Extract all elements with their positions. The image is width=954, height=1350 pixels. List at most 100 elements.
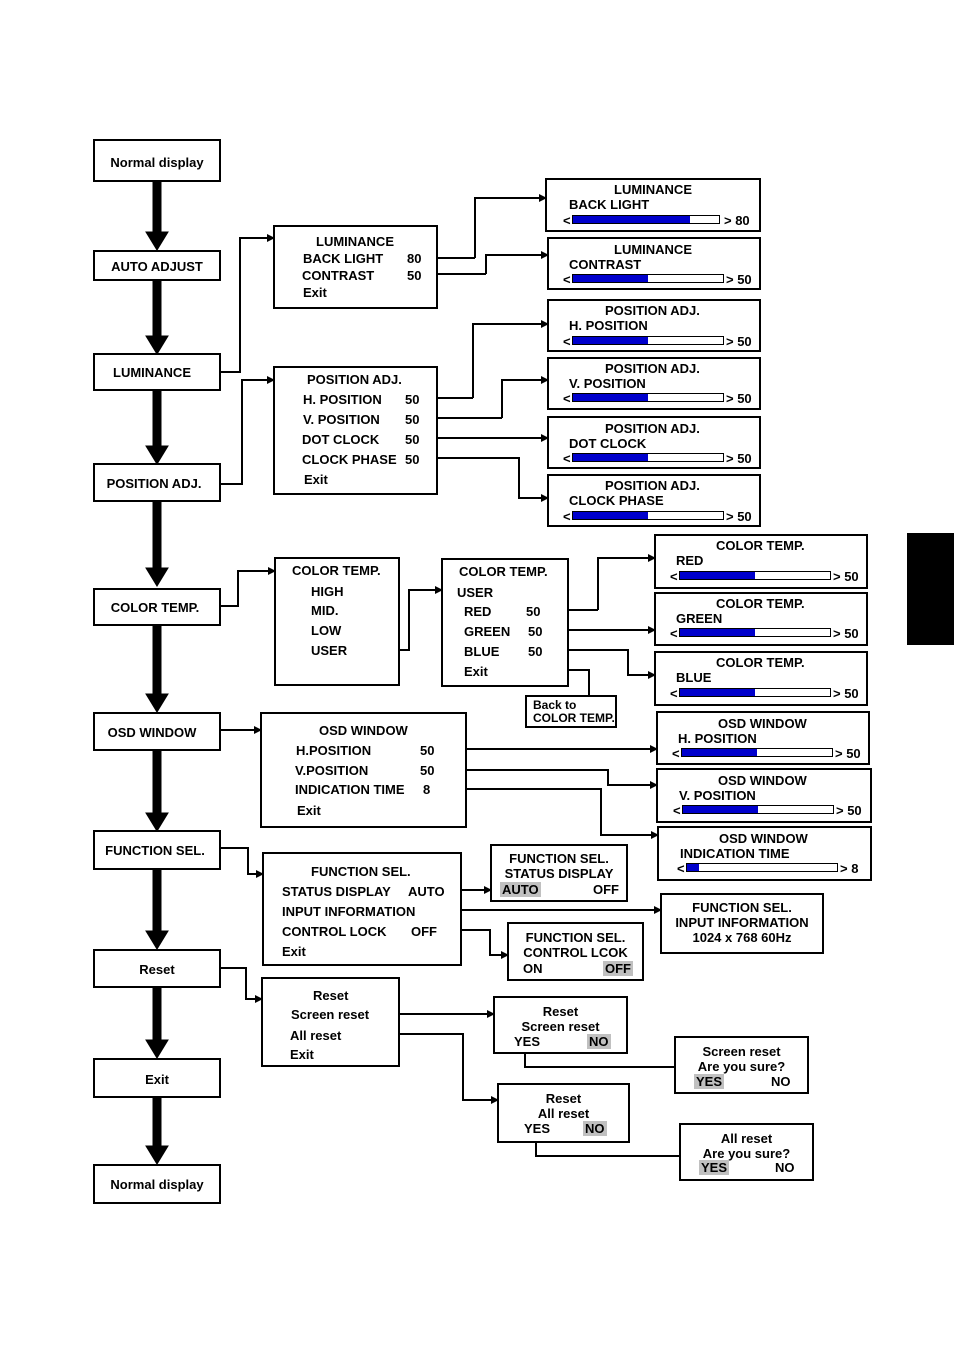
color-temp-box[interactable]: COLOR TEMP. <box>93 588 221 626</box>
panel-gt: > 50 <box>726 509 752 524</box>
luminance-box[interactable]: LUMINANCE <box>93 353 221 391</box>
function-menu-status[interactable]: STATUS DISPLAY <box>282 884 391 899</box>
position-adj-box[interactable]: POSITION ADJ. <box>93 463 221 502</box>
panel-title: POSITION ADJ. <box>605 421 700 436</box>
panel-gt: > 50 <box>833 626 859 641</box>
position-menu-exit[interactable]: Exit <box>304 472 328 487</box>
slider-fill <box>573 454 648 461</box>
reset-menu-screen[interactable]: Screen reset <box>291 1007 370 1022</box>
section-tab <box>907 533 954 645</box>
position-menu-dot-value: 50 <box>405 432 420 447</box>
slider-bar[interactable] <box>572 511 724 520</box>
panel-value: 1024 x 768 60Hz <box>692 930 792 945</box>
osd-h-panel: OSD WINDOW H. POSITION < > 50 <box>656 711 870 765</box>
function-sel-box[interactable]: FUNCTION SEL. <box>93 830 221 870</box>
panel-title: POSITION ADJ. <box>605 303 700 318</box>
function-input-panel: FUNCTION SEL. INPUT INFORMATION 1024 x 7… <box>660 893 824 954</box>
panel-title: Screen reset <box>702 1044 781 1059</box>
panel-lt: < <box>563 272 571 287</box>
color-red-panel: COLOR TEMP. RED < > 50 <box>654 534 868 589</box>
reset-menu-all[interactable]: All reset <box>290 1028 342 1043</box>
position-menu-v[interactable]: V. POSITION <box>303 412 380 427</box>
luminance-menu-back-light-value: 80 <box>407 251 422 266</box>
confirm-screen-yes[interactable]: YES <box>694 1074 725 1089</box>
slider-bar[interactable] <box>679 571 831 580</box>
slider-bar[interactable] <box>679 628 831 637</box>
all-reset-no[interactable]: NO <box>583 1121 607 1136</box>
back-to-line1: Back to <box>533 698 577 712</box>
luminance-menu-back-light[interactable]: BACK LIGHT <box>303 251 384 266</box>
all-reset-yes[interactable]: YES <box>524 1121 551 1136</box>
panel-lt: < <box>563 334 571 349</box>
status-option-off[interactable]: OFF <box>593 882 619 897</box>
color-temp-user-green-value: 50 <box>528 624 543 639</box>
osd-menu-v[interactable]: V.POSITION <box>295 763 369 778</box>
confirm-all-yes[interactable]: YES <box>699 1160 730 1175</box>
panel-label: RED <box>676 553 704 568</box>
panel-title: Reset <box>542 1004 579 1019</box>
slider-bar[interactable] <box>682 805 834 814</box>
panel-label: INPUT INFORMATION <box>675 915 809 930</box>
back-to-line2: COLOR TEMP. <box>533 711 615 725</box>
function-status-panel: FUNCTION SEL. STATUS DISPLAY AUTO OFF <box>490 844 628 902</box>
reset-menu-exit[interactable]: Exit <box>290 1047 314 1062</box>
function-sel-label: FUNCTION SEL. <box>105 843 205 858</box>
panel-label: DOT CLOCK <box>569 436 647 451</box>
osd-menu-time[interactable]: INDICATION TIME <box>295 782 405 797</box>
position-menu-phase-value: 50 <box>405 452 420 467</box>
panel-title: OSD WINDOW <box>719 831 808 846</box>
function-menu-input[interactable]: INPUT INFORMATION <box>282 904 416 919</box>
reset-box[interactable]: Reset <box>93 949 221 988</box>
color-temp-menu-mid[interactable]: MID. <box>311 603 339 618</box>
position-menu-h[interactable]: H. POSITION <box>303 392 382 407</box>
lock-option-on[interactable]: ON <box>523 961 543 976</box>
slider-fill <box>680 572 755 579</box>
slider-bar[interactable] <box>572 336 724 345</box>
luminance-menu-exit[interactable]: Exit <box>303 285 327 300</box>
color-temp-user-red[interactable]: RED <box>464 604 492 619</box>
color-temp-menu-low[interactable]: LOW <box>311 623 342 638</box>
panel-gt: > 50 <box>833 569 859 584</box>
auto-adjust-box[interactable]: AUTO ADJUST <box>93 250 221 281</box>
screen-reset-no[interactable]: NO <box>587 1034 611 1049</box>
color-temp-user-green[interactable]: GREEN <box>464 624 511 639</box>
confirm-screen-no[interactable]: NO <box>771 1074 791 1089</box>
position-menu: POSITION ADJ. H. POSITION 50 V. POSITION… <box>273 366 438 495</box>
color-temp-user-blue[interactable]: BLUE <box>464 644 500 659</box>
panel-question: Are you sure? <box>697 1059 786 1074</box>
function-menu-exit[interactable]: Exit <box>282 944 306 959</box>
position-menu-dot[interactable]: DOT CLOCK <box>302 432 380 447</box>
panel-lt: < <box>563 451 571 466</box>
panel-title: FUNCTION SEL. <box>692 900 792 915</box>
osd-menu-v-value: 50 <box>420 763 435 778</box>
panel-gt: > 50 <box>726 451 752 466</box>
lock-option-off[interactable]: OFF <box>603 961 633 976</box>
panel-title: FUNCTION SEL. <box>525 930 626 945</box>
screen-reset-yes[interactable]: YES <box>514 1034 541 1049</box>
luminance-menu-contrast[interactable]: CONTRAST <box>302 268 375 283</box>
panel-label: H. POSITION <box>678 731 757 746</box>
exit-box[interactable]: Exit <box>93 1058 221 1098</box>
osd-window-box[interactable]: OSD WINDOW <box>93 712 221 751</box>
status-option-auto[interactable]: AUTO <box>500 882 541 897</box>
osd-menu-h[interactable]: H.POSITION <box>296 743 372 758</box>
color-temp-user-exit[interactable]: Exit <box>464 664 488 679</box>
slider-fill <box>573 275 648 282</box>
color-temp-menu-high[interactable]: HIGH <box>311 584 344 599</box>
slider-bar[interactable] <box>686 863 838 872</box>
color-temp-menu-user[interactable]: USER <box>311 643 348 658</box>
position-menu-phase[interactable]: CLOCK PHASE <box>302 452 397 467</box>
slider-bar[interactable] <box>572 274 724 283</box>
slider-bar[interactable] <box>679 688 831 697</box>
position-h-panel: POSITION ADJ. H. POSITION < > 50 <box>547 299 761 352</box>
reset-menu: Reset Screen reset All reset Exit <box>261 977 400 1067</box>
slider-bar[interactable] <box>572 215 720 224</box>
position-phase-panel: POSITION ADJ. CLOCK PHASE < > 50 <box>547 474 761 527</box>
slider-bar[interactable] <box>572 393 724 402</box>
function-menu-lock[interactable]: CONTROL LOCK <box>282 924 387 939</box>
slider-bar[interactable] <box>681 748 833 757</box>
confirm-all-no[interactable]: NO <box>775 1160 795 1175</box>
slider-bar[interactable] <box>572 453 724 462</box>
back-to-color-temp-box[interactable]: Back to COLOR TEMP. <box>525 695 617 728</box>
osd-menu-exit[interactable]: Exit <box>297 803 321 818</box>
